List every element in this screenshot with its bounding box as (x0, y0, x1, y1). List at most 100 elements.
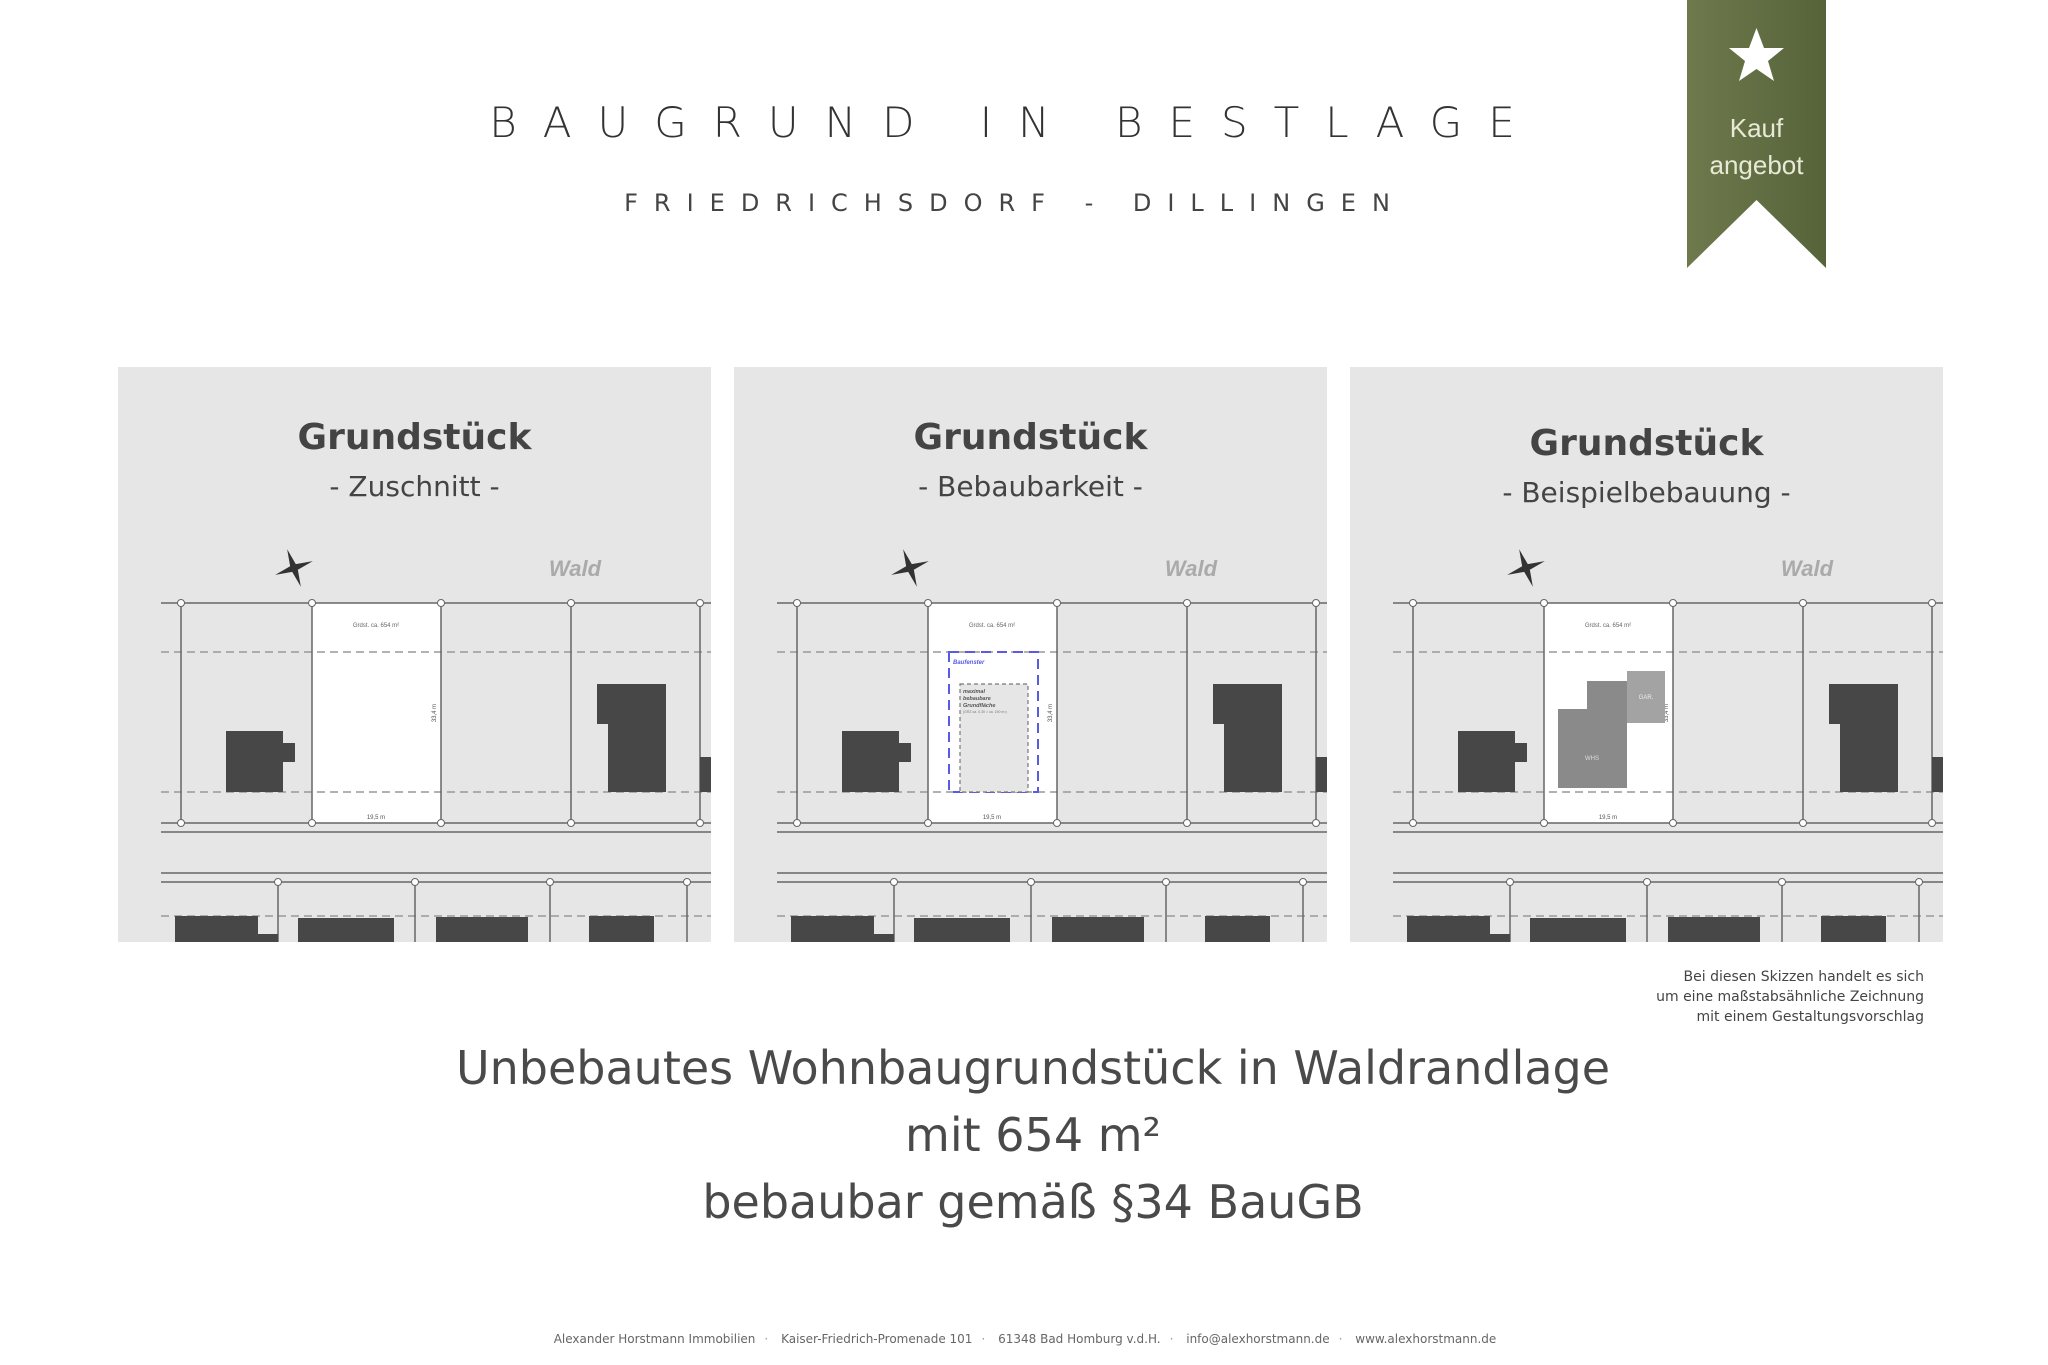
opposite-house (298, 918, 394, 942)
garage-label: GAR. (1639, 695, 1654, 701)
boundary-marker (1053, 599, 1061, 607)
forest-label: Wald (1781, 556, 1834, 581)
compass-icon (275, 549, 313, 587)
boundary-marker (567, 819, 575, 827)
note-line: um eine maßstabsähnliche Zeichnung (1656, 989, 1924, 1005)
plot-depth-label: 33,4 m (1048, 704, 1054, 722)
boundary-marker (1299, 878, 1307, 886)
boundary-marker (1162, 878, 1170, 886)
boundary-marker (1540, 819, 1548, 827)
boundary-marker (683, 878, 691, 886)
forest-label: Wald (1165, 556, 1218, 581)
compass-icon (1507, 549, 1545, 587)
boundary-marker (1312, 819, 1320, 827)
opposite-house (1407, 916, 1510, 942)
plot-width-label: 19,5 m (367, 815, 385, 821)
opposite-house (1205, 916, 1270, 942)
main-description: Unbebautes Wohnbaugrundstück in Waldrand… (0, 1035, 2048, 1236)
footer-street: Kaiser-Friedrich-Promenade 101 (781, 1332, 973, 1346)
boundary-marker (1778, 878, 1786, 886)
panel-subtitle: - Zuschnitt - (329, 470, 500, 503)
max-area-label: bebaubare (963, 696, 991, 702)
plot-width-label: 19,5 m (983, 815, 1001, 821)
boundary-marker (411, 878, 419, 886)
boundary-marker (274, 878, 282, 886)
banner-line1: Kauf (1729, 113, 1784, 143)
boundary-marker (890, 878, 898, 886)
note-line: Bei diesen Skizzen handelt es sich (1683, 969, 1924, 985)
boundary-marker (567, 599, 575, 607)
footer-email[interactable]: info@alexhorstmann.de (1186, 1332, 1330, 1346)
plot-depth-label: 33,4 m (432, 704, 438, 722)
plot-width-label: 19,5 m (1599, 815, 1617, 821)
boundary-marker (1799, 599, 1807, 607)
boundary-marker (1540, 599, 1548, 607)
boundary-marker (1928, 599, 1936, 607)
example-garage (1627, 671, 1665, 723)
offer-banner: Kauf angebot (1687, 0, 1826, 268)
opposite-house (175, 916, 278, 942)
neighbor-house (1316, 757, 1327, 792)
page-subtitle: FRIEDRICHSDORF - DILLINGEN (624, 189, 1406, 217)
neighbor-house (1458, 731, 1527, 792)
compass-icon (891, 549, 929, 587)
opposite-house (1530, 918, 1626, 942)
panel-title: Grundstück (1529, 423, 1764, 464)
compass-rose (275, 549, 313, 587)
boundary-marker (1915, 878, 1923, 886)
page-title: BAUGRUND IN BESTLAGE (489, 98, 1541, 147)
neighbor-house (597, 684, 666, 792)
boundary-marker (1312, 599, 1320, 607)
panel-title: Grundstück (297, 417, 532, 458)
boundary-marker (1669, 819, 1677, 827)
boundary-marker (1409, 819, 1417, 827)
panel-subtitle: - Beispielbebauung - (1502, 476, 1791, 509)
boundary-marker (308, 599, 316, 607)
opposite-house (1052, 917, 1144, 942)
compass-rose (1507, 549, 1545, 587)
opposite-house (589, 916, 654, 942)
main-line: mit 654 m² (905, 1108, 1161, 1162)
note-line: mit einem Gestaltungsvorschlag (1696, 1009, 1925, 1025)
plot-depth-label: 33,4 m (1664, 704, 1670, 722)
boundary-marker (1669, 599, 1677, 607)
footer-company: Alexander Horstmann Immobilien (553, 1332, 756, 1346)
max-area-note: (GRZ ca. 0,30 = ca. 190 m²) (963, 710, 1007, 714)
boundary-marker (1053, 819, 1061, 827)
building-window-label: Baufenster (953, 660, 985, 666)
footer-website[interactable]: www.alexhorstmann.de (1355, 1332, 1497, 1346)
boundary-marker (1409, 599, 1417, 607)
plot-area-label: Grdst. ca. 654 m² (1585, 623, 1631, 629)
plot-area-label: Grdst. ca. 654 m² (969, 623, 1015, 629)
boundary-marker (437, 819, 445, 827)
boundary-marker (793, 819, 801, 827)
boundary-marker (546, 878, 554, 886)
opposite-house (791, 916, 894, 942)
footer: Alexander Horstmann Immobilien· Kaiser-F… (553, 1332, 1497, 1346)
boundary-marker (1027, 878, 1035, 886)
neighbor-house (700, 757, 711, 792)
sketch-disclaimer: Bei diesen Skizzen handelt es sich um ei… (1656, 967, 1924, 1027)
boundary-marker (437, 599, 445, 607)
main-line: Unbebautes Wohnbaugrundstück in Waldrand… (455, 1041, 1611, 1095)
boundary-marker (696, 599, 704, 607)
boundary-marker (1928, 819, 1936, 827)
boundary-marker (1183, 599, 1191, 607)
boundary-marker (177, 819, 185, 827)
boundary-marker (177, 599, 185, 607)
boundary-marker (1799, 819, 1807, 827)
neighbor-house (1213, 684, 1282, 792)
opposite-house (1821, 916, 1886, 942)
boundary-marker (793, 599, 801, 607)
neighbor-house (842, 731, 911, 792)
boundary-marker (924, 819, 932, 827)
max-area-label: maximal (963, 689, 985, 695)
opposite-house (436, 917, 528, 942)
boundary-marker (1643, 878, 1651, 886)
example-house (1558, 681, 1627, 788)
